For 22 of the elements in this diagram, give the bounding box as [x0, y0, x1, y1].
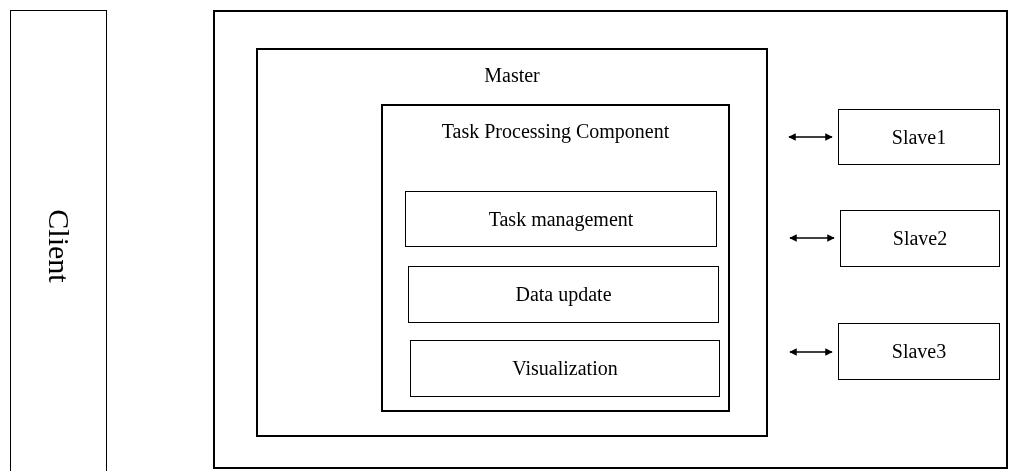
double-arrow	[789, 234, 835, 242]
client-box	[10, 10, 107, 471]
group-box	[381, 104, 730, 412]
module-label: Slave1	[891, 125, 947, 149]
module-label: Task management	[488, 207, 634, 231]
double-arrow	[789, 348, 833, 356]
module-label: Slave2	[892, 227, 948, 250]
group-title: Task Processing Component	[441, 120, 670, 143]
module-box	[838, 109, 1000, 165]
module-label: Slave3	[891, 340, 947, 363]
group-title: Master	[484, 64, 540, 87]
system-frame	[213, 10, 1008, 469]
module-label: Data update	[515, 283, 612, 306]
double-arrow	[788, 133, 833, 141]
group-box	[256, 48, 768, 437]
module-box	[405, 191, 717, 247]
vertical-label: Client	[41, 208, 76, 283]
module-box	[838, 323, 1000, 380]
module-box	[410, 340, 720, 397]
module-box	[840, 210, 1000, 267]
module-label: Visualization	[512, 357, 618, 380]
module-box	[408, 266, 719, 323]
